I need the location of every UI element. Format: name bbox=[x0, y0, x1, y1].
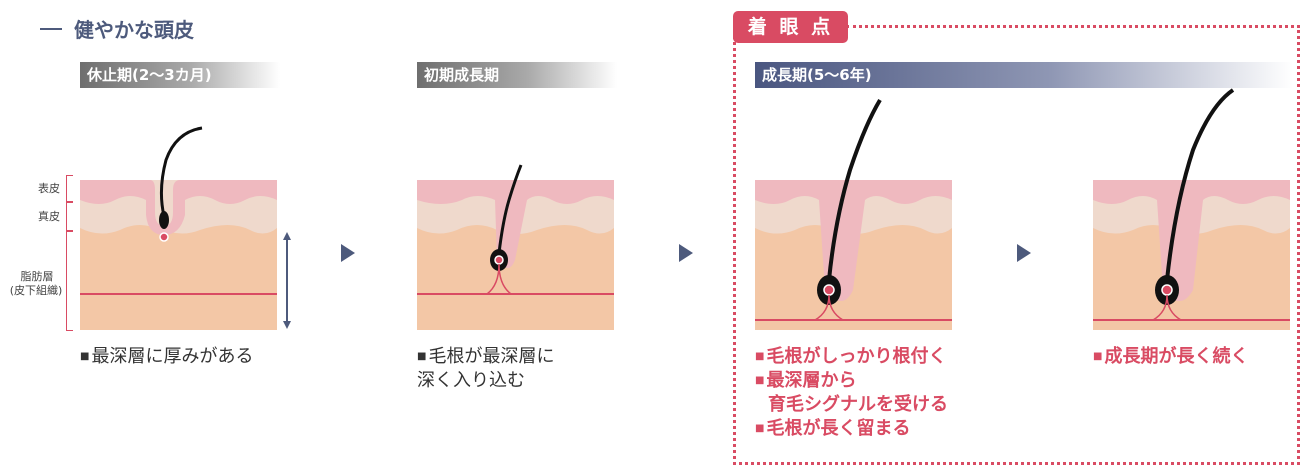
bullet-icon: ■ bbox=[417, 351, 427, 362]
diagram-title: 健やかな頭皮 bbox=[40, 14, 194, 43]
panel-growth-illustration bbox=[755, 98, 952, 330]
desc-growth2-line: ■成長期が長く続く bbox=[1093, 346, 1249, 367]
panel-rest-illustration bbox=[80, 126, 277, 330]
desc-growth-line: 育毛シグナルを受ける bbox=[768, 394, 948, 415]
layer-label-fat-sub: (皮下組織) bbox=[9, 284, 63, 297]
stage-growth-label: 成長期(5〜6年) bbox=[762, 66, 872, 84]
bracket-dermis bbox=[66, 202, 73, 231]
focus-frame-top bbox=[846, 25, 1300, 28]
desc-growth-line: ■毛根がしっかり根付く bbox=[755, 346, 947, 367]
bullet-icon: ■ bbox=[755, 351, 765, 362]
layer-label-dermis: 真皮 bbox=[38, 210, 60, 223]
desc-growth2: ■成長期が長く続く bbox=[1093, 345, 1248, 369]
bullet-icon: ■ bbox=[80, 351, 90, 362]
stage-rest-label: 休止期(2〜3カ月) bbox=[87, 66, 212, 84]
bracket-epidermis bbox=[66, 175, 73, 202]
depth-arrow-icon bbox=[283, 232, 291, 329]
bullet-icon: ■ bbox=[755, 375, 765, 386]
stage-early-label: 初期成長期 bbox=[424, 66, 500, 84]
bullet-icon: ■ bbox=[1093, 351, 1103, 362]
bracket-fat bbox=[66, 231, 73, 331]
layer-label-fat: 脂肪層 bbox=[20, 270, 54, 283]
next-arrow-icon-3 bbox=[1017, 244, 1031, 262]
desc-growth: ■毛根がしっかり根付く ■最深層から 育毛シグナルを受ける ■毛根が長く留まる bbox=[755, 345, 948, 441]
next-arrow-icon-1 bbox=[341, 244, 355, 262]
focus-label: 着 眼 点 bbox=[733, 11, 848, 43]
desc-growth-line: ■毛根が長く留まる bbox=[755, 418, 911, 439]
title-text: 健やかな頭皮 bbox=[74, 18, 194, 42]
desc-early-line: ■毛根が最深層に bbox=[417, 346, 555, 367]
title-dash bbox=[40, 27, 62, 30]
layer-label-epidermis: 表皮 bbox=[38, 182, 60, 195]
desc-early: ■毛根が最深層に 深く入り込む bbox=[417, 345, 554, 393]
desc-rest-line: ■最深層に厚みがある bbox=[80, 346, 254, 367]
bullet-icon: ■ bbox=[755, 423, 765, 434]
desc-rest: ■最深層に厚みがある bbox=[80, 345, 253, 369]
stage-rest-bar: 休止期(2〜3カ月) bbox=[80, 62, 280, 88]
panel-growth2-illustration bbox=[1093, 88, 1290, 330]
stage-early-bar: 初期成長期 bbox=[417, 62, 617, 88]
focus-frame bbox=[733, 25, 1300, 465]
desc-growth-line: ■最深層から bbox=[755, 370, 857, 391]
next-arrow-icon-2 bbox=[679, 244, 693, 262]
stage-growth-bar: 成長期(5〜6年) bbox=[755, 62, 1293, 88]
desc-early-line: 深く入り込む bbox=[417, 370, 525, 391]
panel-early-illustration bbox=[417, 164, 614, 330]
